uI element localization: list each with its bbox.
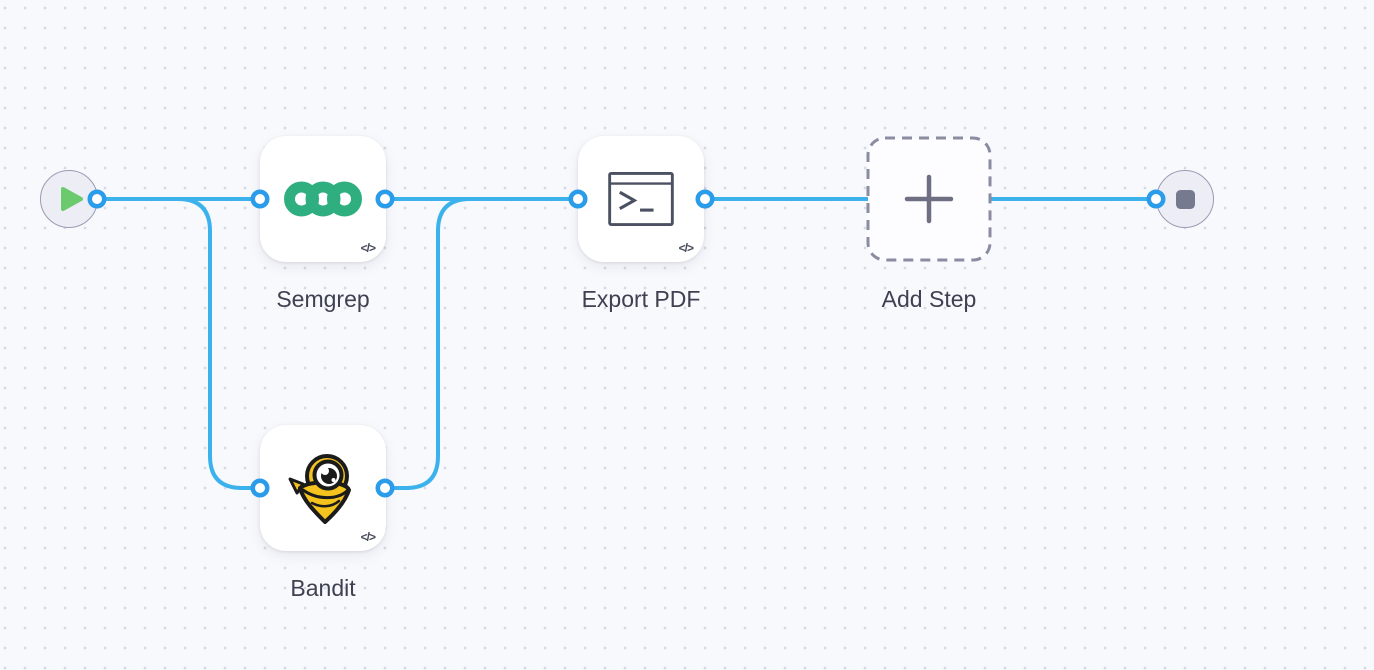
port-export-pdf-output[interactable] xyxy=(695,189,715,209)
export-pdf-step-box[interactable]: </> xyxy=(578,136,704,262)
bandit-node-label: Bandit xyxy=(290,575,356,601)
port-bandit-output[interactable] xyxy=(375,478,395,498)
add-step-button[interactable] xyxy=(866,136,992,262)
semgrep-node-label: Semgrep xyxy=(276,286,370,312)
add-step-dashed-box xyxy=(866,136,992,262)
node-semgrep: </> Semgrep xyxy=(260,136,386,312)
bandit-step-box[interactable]: </> xyxy=(260,425,386,551)
add-step-node-label: Add Step xyxy=(881,286,977,312)
node-add-step: Add Step xyxy=(866,136,992,312)
node-bandit: </> Bandit xyxy=(260,425,386,601)
port-semgrep-input[interactable] xyxy=(250,189,270,209)
port-bandit-input[interactable] xyxy=(250,478,270,498)
port-start-output[interactable] xyxy=(87,189,107,209)
port-export-pdf-input[interactable] xyxy=(568,189,588,209)
edge-start-to-bandit[interactable] xyxy=(95,197,262,490)
semgrep-rings-icon xyxy=(284,181,362,217)
plus-icon xyxy=(904,174,954,224)
bandit-mascot-icon xyxy=(288,454,351,524)
code-badge-icon: </> xyxy=(360,241,376,255)
terminal-window-icon xyxy=(608,172,674,226)
semgrep-step-box[interactable]: </> xyxy=(260,136,386,262)
node-export-pdf: </> Export PDF xyxy=(578,136,704,312)
stop-icon xyxy=(1175,189,1195,209)
port-semgrep-output[interactable] xyxy=(375,189,395,209)
export-pdf-node-label: Export PDF xyxy=(581,286,701,312)
edge-bandit-to-exportpdf[interactable] xyxy=(383,197,580,490)
code-badge-icon: </> xyxy=(678,241,694,255)
code-badge-icon: </> xyxy=(360,530,376,544)
play-icon xyxy=(60,187,83,211)
port-end-input[interactable] xyxy=(1146,189,1166,209)
